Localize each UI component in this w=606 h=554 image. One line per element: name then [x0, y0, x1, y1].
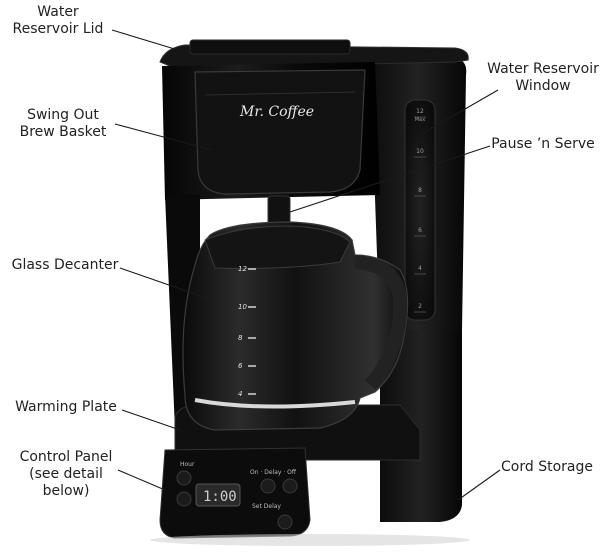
leader-control-panel — [117, 469, 166, 491]
clock-display-text: 1:00 — [203, 489, 237, 505]
label-water-reservoir-lid: Water Reservoir Lid — [12, 4, 104, 37]
base-right — [380, 330, 462, 522]
brand-logo: Mr. Coffee — [239, 104, 314, 120]
window-scale-label: 8 — [418, 187, 422, 194]
leader-water-reservoir-lid — [111, 29, 179, 51]
clock-display — [195, 483, 241, 507]
decanter-mark-label: 4 — [238, 390, 242, 398]
decanter-mark-label: 10 — [238, 303, 247, 311]
set-delay-button[interactable] — [277, 514, 293, 530]
water-reservoir-window — [404, 99, 436, 321]
leader-lines — [111, 29, 501, 501]
label-control-panel: Control Panel (see detail below) — [19, 449, 113, 499]
decanter-mark-label: 8 — [238, 334, 243, 342]
coffee-maker: 12 10 8 6 4 — [150, 39, 470, 546]
label-cord-storage: Cord Storage — [501, 459, 593, 475]
window-scale-label: 12 — [416, 108, 424, 115]
label-swing-out-brew-basket: Swing Out Brew Basket — [19, 107, 107, 140]
label-glass-decanter: Glass Decanter — [11, 257, 119, 273]
set-delay-label: Set Delay — [252, 503, 281, 510]
on-delay-off-label: On · Delay · Off — [250, 469, 297, 476]
glass-decanter[interactable]: 12 10 8 6 4 — [182, 221, 409, 431]
hour-button[interactable] — [176, 470, 192, 486]
window-scale-label: 10 — [416, 148, 424, 155]
decanter-band — [194, 398, 356, 409]
leader-glass-decanter — [119, 267, 213, 301]
label-pause-n-serve: Pause ’n Serve — [491, 136, 595, 152]
label-water-reservoir-window: Water Reservoir Window — [487, 61, 599, 94]
lid-handle[interactable] — [189, 39, 351, 55]
swing-out-brew-basket[interactable] — [194, 69, 366, 195]
window-scale-label: Max — [415, 117, 425, 123]
leader-cord-storage — [457, 469, 501, 501]
on-delay-off-button[interactable] — [260, 478, 276, 494]
hour-label: Hour — [180, 461, 195, 468]
shadow — [150, 534, 470, 546]
leader-brew-basket — [114, 123, 213, 151]
control-panel-details: Hour 1:00 On · Delay · Off Set Delay — [176, 461, 298, 530]
decanter-mark-label: 6 — [238, 362, 243, 370]
decanter-mark-label: 12 — [238, 265, 247, 273]
window-scale-label: 2 — [418, 303, 422, 310]
decanter-volume-marks: 12 10 8 6 4 — [238, 265, 256, 398]
leader-warming-plate — [121, 409, 181, 431]
leader-water-reservoir-window — [419, 89, 499, 136]
label-warming-plate: Warming Plate — [15, 399, 117, 415]
power-button[interactable] — [282, 478, 298, 494]
min-button[interactable] — [176, 491, 192, 507]
window-scale-label: 4 — [418, 265, 422, 272]
leader-pause-n-serve — [289, 145, 491, 213]
window-scale-label: 6 — [418, 227, 422, 234]
